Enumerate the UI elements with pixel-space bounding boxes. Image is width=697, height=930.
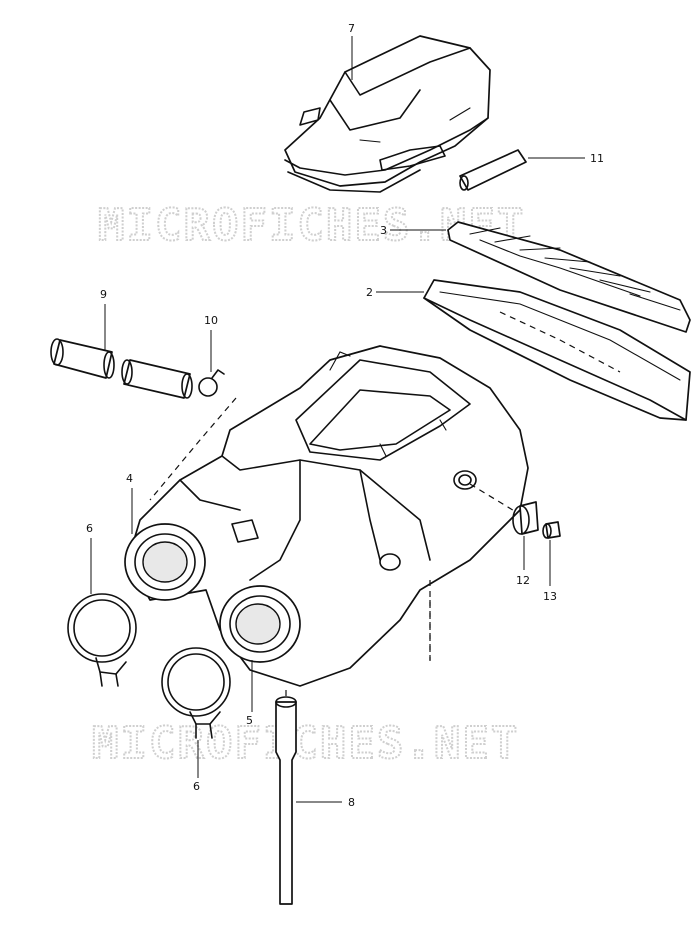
part-4-inlet: [124, 523, 206, 601]
label-11: 11: [590, 152, 604, 165]
part-11-rod: [459, 149, 527, 191]
label-2: 2: [366, 286, 373, 299]
part-13-cap: [542, 521, 561, 539]
part-9-hose: [50, 338, 193, 399]
label-9: 9: [100, 288, 107, 301]
label-6-top: 6: [86, 522, 93, 535]
part-12-grommet: [512, 501, 539, 535]
part-6-clamp-right: [161, 647, 231, 739]
part-10-clip: [198, 369, 225, 397]
label-10: 10: [204, 314, 218, 327]
part-6-clamp-left: [67, 593, 137, 687]
part-8-drain-pipe: [275, 690, 297, 905]
label-8: 8: [348, 796, 355, 809]
label-4: 4: [126, 472, 133, 485]
label-5: 5: [246, 714, 253, 727]
label-13: 13: [543, 590, 557, 603]
label-12: 12: [516, 574, 530, 587]
part-5-inlet: [219, 585, 301, 663]
label-7: 7: [348, 22, 355, 35]
part-7-cap: [284, 35, 491, 193]
part-3-filter-mesh: [447, 221, 691, 333]
watermark-bottom: MICROFICHES.NET: [92, 718, 519, 769]
label-6-bottom: 6: [193, 780, 200, 793]
part-2-filter-element: [423, 279, 691, 421]
label-3: 3: [380, 224, 387, 237]
